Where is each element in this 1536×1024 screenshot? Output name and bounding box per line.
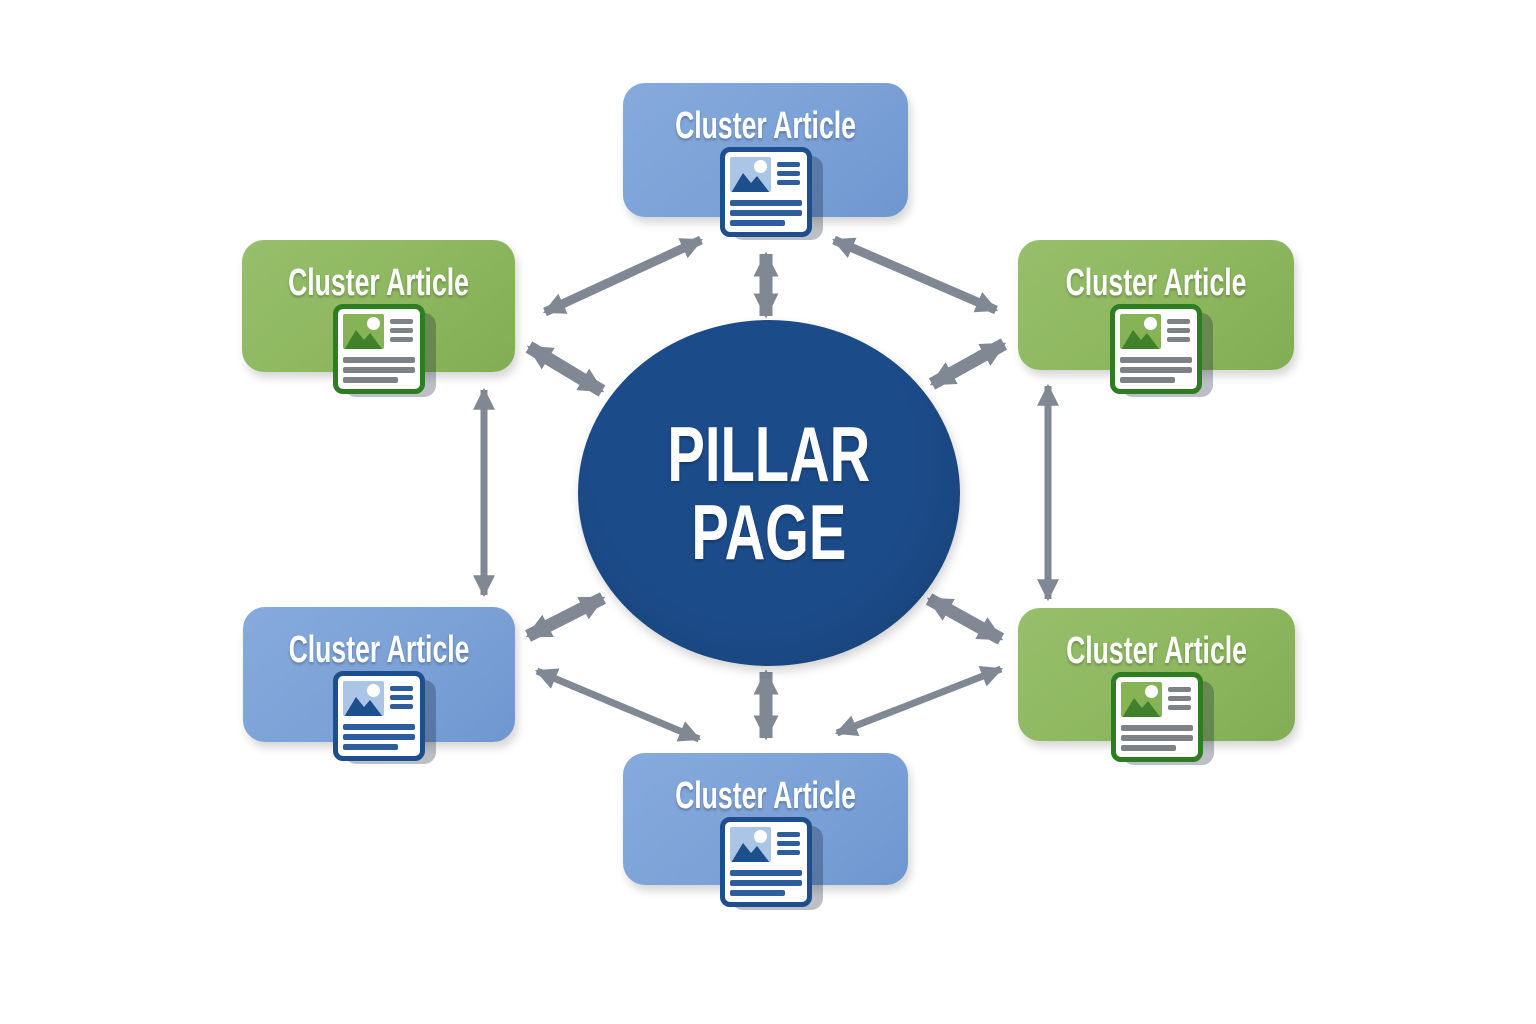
cluster-article-box-top: Cluster Article (623, 83, 908, 240)
article-document-icon (1110, 304, 1213, 397)
article-image-thumbnail (729, 157, 771, 192)
pillar-page-label: PILLAR PAGE (668, 415, 871, 571)
mountains-icon (1122, 698, 1160, 717)
cluster-article-label: Cluster Article (288, 262, 469, 304)
article-document-icon (1110, 672, 1214, 765)
text-line (729, 200, 802, 206)
text-line (1120, 357, 1192, 363)
article-image-thumbnail (1120, 682, 1162, 717)
arrow-pillar-to-top-left (525, 341, 606, 397)
text-line (729, 210, 802, 216)
text-line (1120, 377, 1175, 383)
sun-icon (753, 160, 767, 173)
text-line (1167, 696, 1191, 701)
text-line (729, 880, 802, 886)
text-line (342, 357, 415, 363)
text-line (1120, 735, 1193, 741)
cluster-article-box-top-right: Cluster Article (1018, 240, 1294, 397)
article-image-thumbnail (729, 827, 771, 862)
arrow-bottom-to-bottom-right (834, 665, 1004, 737)
cluster-article-label: Cluster Article (1066, 630, 1247, 672)
text-line (776, 171, 800, 176)
arrow-pillar-to-bottom-left (525, 592, 606, 642)
document-card (719, 147, 812, 237)
text-line (776, 162, 800, 167)
text-line (390, 686, 413, 691)
pillar-page-label-line2: PAGE (691, 488, 847, 576)
text-line (389, 337, 413, 342)
document-card (333, 671, 425, 761)
text-line (390, 695, 413, 700)
text-line (776, 841, 800, 846)
text-line (776, 832, 800, 837)
article-document-icon (719, 147, 823, 240)
arrow-pillar-to-bottom-right (925, 593, 1005, 645)
article-image-thumbnail (1120, 314, 1161, 349)
text-line (343, 724, 415, 730)
cluster-article-label: Cluster Article (1065, 262, 1247, 304)
sun-icon (1144, 317, 1157, 330)
text-line (1167, 687, 1191, 692)
article-image-thumbnail (342, 314, 384, 349)
mountains-icon (344, 330, 382, 349)
mountains-icon (1121, 330, 1160, 349)
article-document-icon (719, 817, 823, 910)
article-image-thumbnail (343, 681, 384, 716)
pillar-page-node: PILLAR PAGE (578, 320, 960, 666)
arrow-top-left-to-top (543, 235, 703, 317)
text-line (1120, 745, 1176, 751)
cluster-article-label: Cluster Article (675, 105, 856, 147)
mountains-icon (731, 173, 769, 192)
cluster-article-label: Cluster Article (288, 629, 470, 671)
text-line (1120, 367, 1192, 373)
text-line (1167, 328, 1190, 333)
text-line (1120, 725, 1193, 731)
document-card (1110, 304, 1202, 394)
text-line (729, 890, 785, 896)
arrow-pillar-to-top-right (928, 338, 1008, 390)
cluster-article-box-bottom-left: Cluster Article (243, 607, 515, 764)
sun-icon (753, 830, 767, 843)
article-document-icon (333, 671, 436, 764)
pillar-page-label-line1: PILLAR (667, 410, 871, 498)
text-line (389, 319, 413, 324)
sun-icon (1144, 685, 1158, 698)
article-document-icon (332, 304, 436, 397)
text-line (390, 704, 413, 709)
sun-icon (366, 317, 380, 330)
text-line (389, 328, 413, 333)
cluster-article-box-top-left: Cluster Article (242, 240, 515, 397)
text-line (1167, 705, 1191, 710)
text-line (342, 367, 415, 373)
text-line (342, 377, 398, 383)
text-line (776, 850, 800, 855)
sun-icon (367, 684, 380, 697)
text-line (343, 734, 415, 740)
cluster-article-label: Cluster Article (675, 775, 856, 817)
arrow-top-to-top-right (831, 235, 999, 315)
cluster-article-box-bottom-right: Cluster Article (1018, 608, 1295, 765)
text-line (1167, 319, 1190, 324)
text-line (729, 870, 802, 876)
cluster-article-box-bottom: Cluster Article (623, 753, 908, 910)
document-card (332, 304, 425, 394)
arrow-bottom-left-to-bottom (534, 667, 702, 743)
text-line (776, 180, 800, 185)
mountains-icon (731, 843, 769, 862)
document-card (1110, 672, 1203, 762)
document-card (719, 817, 812, 907)
text-line (343, 744, 398, 750)
text-line (729, 220, 785, 226)
mountains-icon (344, 697, 383, 716)
text-line (1167, 337, 1190, 342)
